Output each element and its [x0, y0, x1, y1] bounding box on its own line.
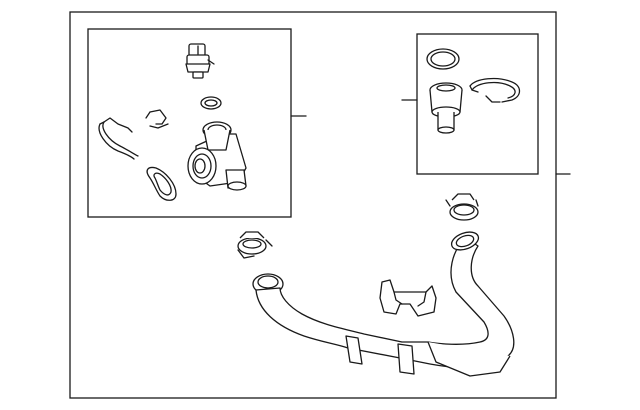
retaining-clip — [98, 117, 139, 160]
right-inset-frame — [416, 33, 539, 175]
hose-clamp-right — [445, 193, 479, 221]
temperature-sensor — [185, 43, 215, 79]
left-inset-frame — [87, 28, 292, 218]
left-inset — [87, 28, 292, 218]
hose-connector — [429, 82, 463, 134]
coolant-hose — [252, 231, 515, 377]
wire-clip — [469, 77, 521, 103]
bracket — [379, 279, 437, 317]
o-ring — [426, 48, 460, 70]
gasket — [146, 166, 177, 201]
outer-frame — [69, 11, 557, 399]
small-o-ring — [200, 96, 222, 110]
right-inset — [416, 33, 539, 175]
thermostat-housing — [187, 121, 247, 191]
hose-clamp-left — [237, 231, 273, 259]
clip — [145, 109, 169, 129]
